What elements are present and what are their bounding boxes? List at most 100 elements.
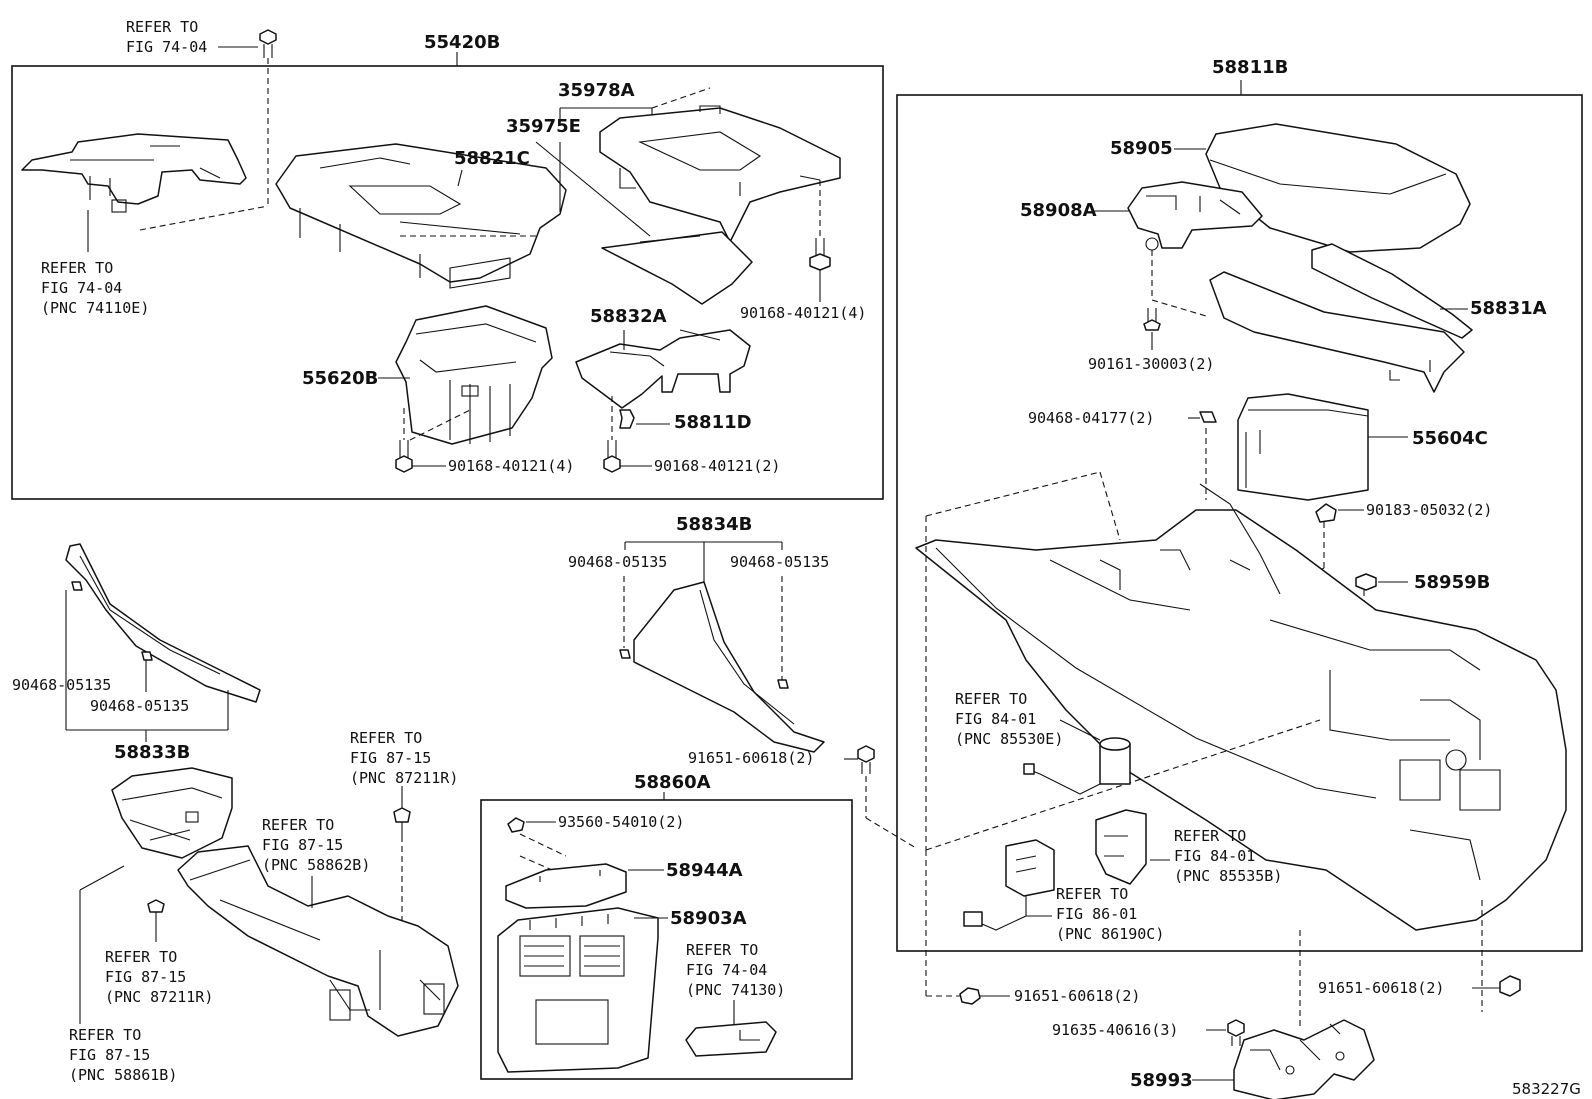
screw-icon <box>507 817 525 833</box>
clip-icon <box>1355 573 1377 591</box>
refer-pnc-label: (PNC 87211R) <box>105 988 213 1006</box>
clip-label-90468-05135: 90468-05135 <box>12 676 111 694</box>
refer-fig-label: FIG 86-01 <box>1056 905 1137 923</box>
bolt-icon <box>603 440 621 473</box>
refer-label: REFER TO <box>69 1026 141 1044</box>
bolt-label-91651-60618: 91651-60618(2) <box>1014 987 1140 1005</box>
part-number-55420B: 55420B <box>424 32 500 53</box>
hinge-trim-58831A <box>1209 243 1473 393</box>
side-trim-58833B <box>65 543 261 703</box>
hinge-58908A <box>1127 181 1263 251</box>
screw-icon <box>1143 308 1161 331</box>
bolt-icon <box>395 440 413 473</box>
refer-pnc-label: (PNC 74110E) <box>41 299 149 317</box>
refer-pnc-label: (PNC 85530E) <box>955 730 1063 748</box>
bolt-label-90168-40121: 90168-40121(4) <box>740 304 866 322</box>
part-number-58905: 58905 <box>1110 138 1173 159</box>
refer-label: REFER TO <box>105 948 177 966</box>
air-duct-rear <box>177 845 459 1037</box>
armrest-lid-58905 <box>1205 123 1471 253</box>
clip-label-90183-05032: 90183-05032(2) <box>1366 501 1492 519</box>
refer-label: REFER TO <box>262 816 334 834</box>
refer-fig-label: FIG 74-04 <box>126 38 207 56</box>
screw-label-90161-30003: 90161-30003(2) <box>1088 355 1214 373</box>
side-trim-58834B <box>619 581 825 753</box>
bolt-label-90168-40121: 90168-40121(2) <box>654 457 780 475</box>
part-number-55604C: 55604C <box>1412 428 1488 449</box>
clip-label-90468-05135: 90468-05135 <box>568 553 667 571</box>
bolt-label-91651-60618: 91651-60618(2) <box>1318 979 1444 997</box>
part-number-35975E: 35975E <box>506 116 581 137</box>
refer-label: REFER TO <box>1174 827 1246 845</box>
refer-pnc-label: (PNC 58861B) <box>69 1066 177 1084</box>
clip-label-90468-04177: 90468-04177(2) <box>1028 409 1154 427</box>
console-box-58811B <box>915 483 1567 931</box>
refer-pnc-label: (PNC 58862B) <box>262 856 370 874</box>
part-number-58959B: 58959B <box>1414 572 1490 593</box>
part-number-58831A: 58831A <box>1470 298 1547 319</box>
shift-panel-bracket <box>21 133 247 213</box>
storage-box-55604C <box>1237 393 1369 501</box>
bracket-58993 <box>1233 1019 1375 1099</box>
part-number-58832A: 58832A <box>590 306 667 327</box>
bolt-label-91651-60618: 91651-60618(2) <box>688 749 814 767</box>
refer-pnc-label: (PNC 86190C) <box>1056 925 1164 943</box>
bolt-icon <box>809 238 831 271</box>
rear-vent-panel-58903A <box>497 907 659 1073</box>
air-duct-front <box>111 767 233 859</box>
clip-icon <box>1199 411 1217 423</box>
clip-icon <box>147 899 165 913</box>
refer-fig-label: FIG 84-01 <box>955 710 1036 728</box>
box-58811B <box>896 94 1583 952</box>
part-number-58993: 58993 <box>1130 1070 1193 1091</box>
part-number-58860A: 58860A <box>634 772 711 793</box>
refer-fig-label: FIG 84-01 <box>1174 847 1255 865</box>
refer-label: REFER TO <box>41 259 113 277</box>
switch-74130 <box>685 1021 777 1057</box>
refer-pnc-label: (PNC 74130) <box>686 981 785 999</box>
figure-id: 583227G <box>1512 1080 1581 1098</box>
refer-fig-label: FIG 74-04 <box>686 961 767 979</box>
refer-fig-label: FIG 74-04 <box>41 279 122 297</box>
refer-fig-label: FIG 87-15 <box>262 836 343 854</box>
bolt-label-90168-40121: 90168-40121(4) <box>448 457 574 475</box>
part-number-58903A: 58903A <box>670 908 747 929</box>
part-number-35978A: 35978A <box>558 80 635 101</box>
refer-fig-label: FIG 87-15 <box>105 968 186 986</box>
refer-label: REFER TO <box>126 18 198 36</box>
refer-label: REFER TO <box>686 941 758 959</box>
clip-label-90468-05135: 90468-05135 <box>90 697 189 715</box>
trim-panel-58944A <box>505 863 627 909</box>
lighter-socket-icon <box>1023 737 1131 795</box>
refer-pnc-label: (PNC 85535B) <box>1174 867 1282 885</box>
clip-icon <box>1315 503 1337 523</box>
part-number-58811D: 58811D <box>674 412 752 433</box>
part-number-58944A: 58944A <box>666 860 743 881</box>
console-frame-35978A <box>599 105 841 243</box>
part-number-58834B: 58834B <box>676 514 752 535</box>
part-number-58811B: 58811B <box>1212 57 1288 78</box>
usb-port-icon <box>963 839 1055 931</box>
refer-label: REFER TO <box>1056 885 1128 903</box>
part-number-55620B: 55620B <box>302 368 378 389</box>
trim-strip-35975E <box>601 231 753 305</box>
box-55420B <box>11 65 884 500</box>
bracket-58832A <box>575 329 751 409</box>
clip-label-90468-05135: 90468-05135 <box>730 553 829 571</box>
screw-label-93560-54010: 93560-54010(2) <box>558 813 684 831</box>
part-number-58833B: 58833B <box>114 742 190 763</box>
part-number-58908A: 58908A <box>1020 200 1097 221</box>
box-58860A <box>480 799 853 1080</box>
refer-label: REFER TO <box>350 729 422 747</box>
power-socket-icon <box>1095 809 1147 885</box>
bolt-icon <box>259 29 277 58</box>
bolt-icon <box>857 745 875 774</box>
shift-bezel-58821C <box>275 143 567 289</box>
refer-fig-label: FIG 87-15 <box>69 1046 150 1064</box>
bolt-icon <box>959 987 981 1005</box>
bolt-label-91635-40616: 91635-40616(3) <box>1052 1021 1178 1039</box>
clip-58811D <box>619 409 635 429</box>
part-number-58821C: 58821C <box>454 148 530 169</box>
cup-holder-55620B <box>395 305 553 445</box>
